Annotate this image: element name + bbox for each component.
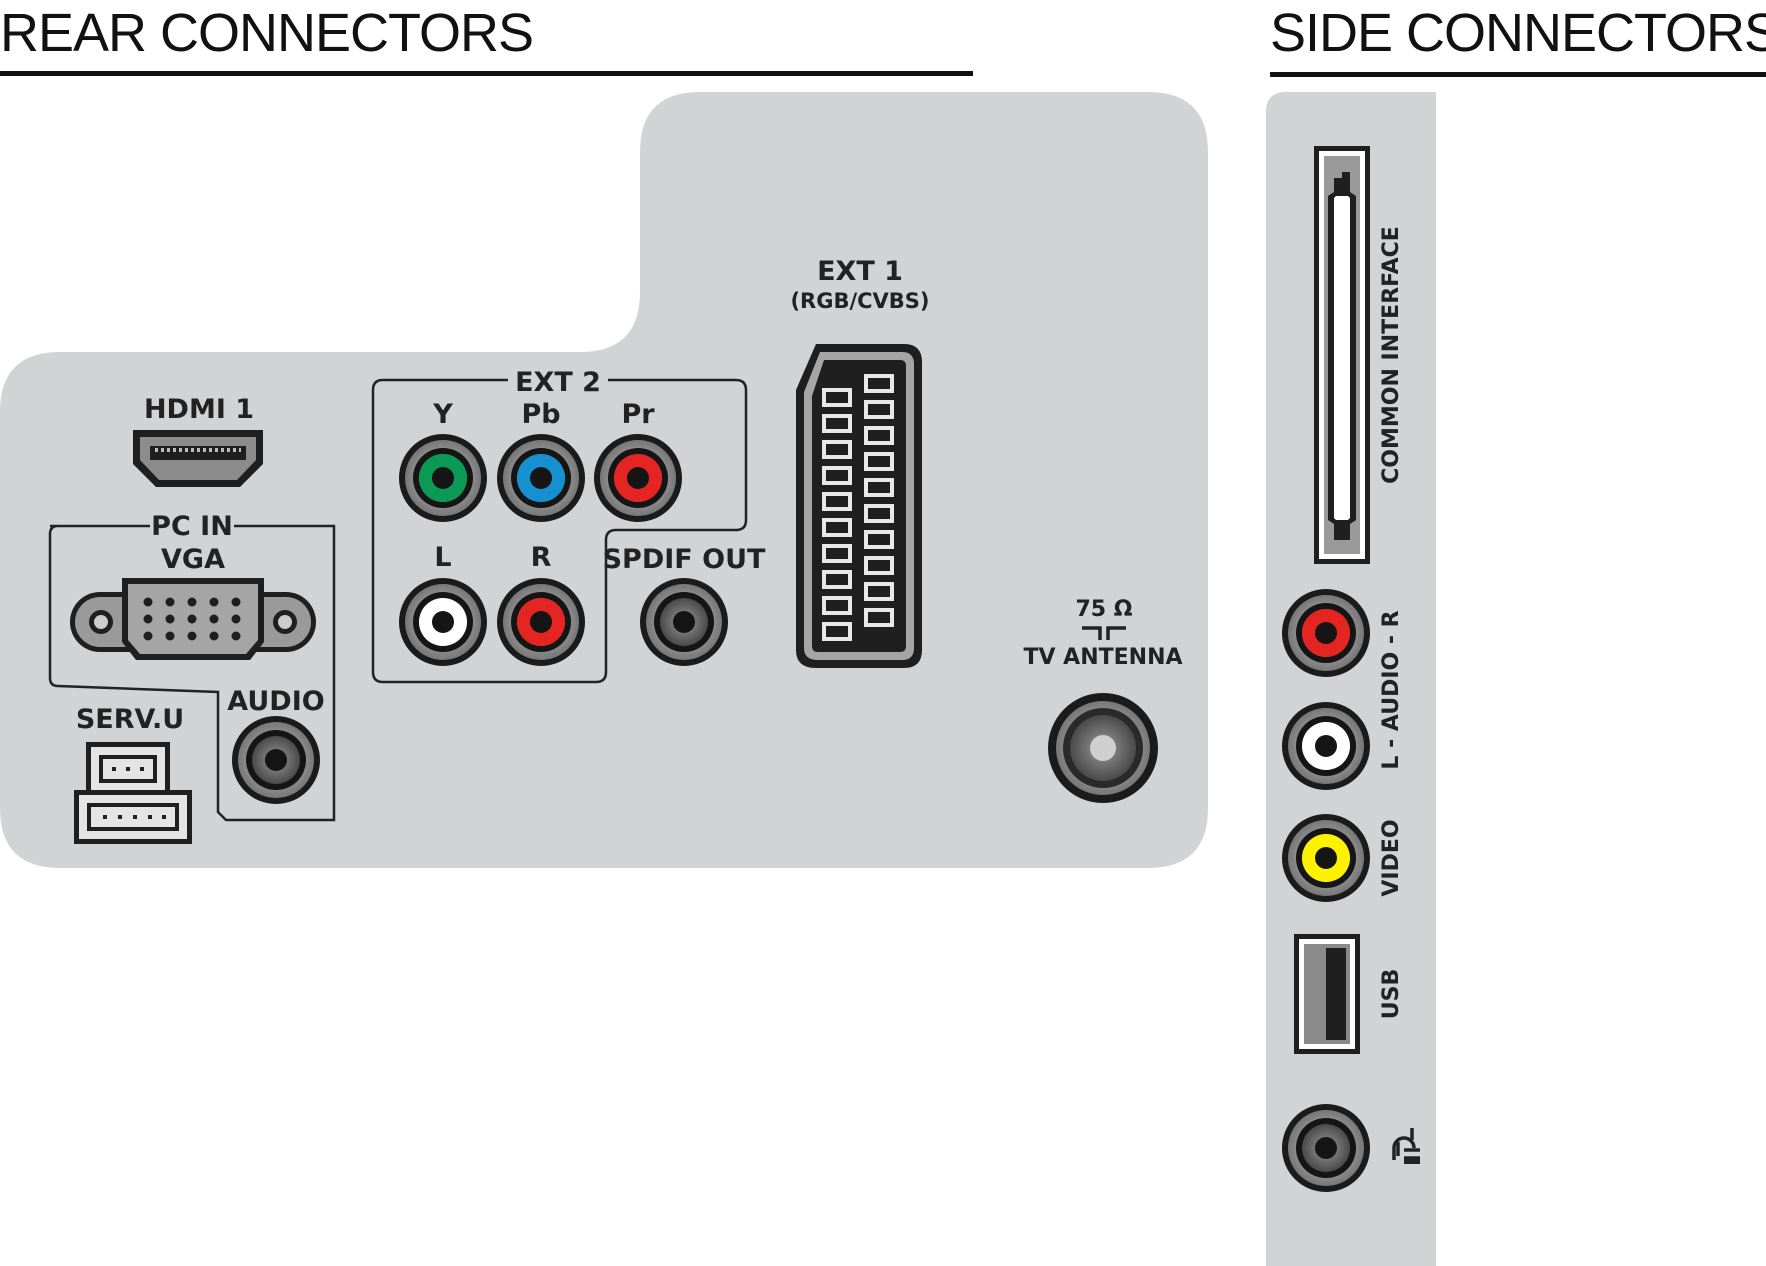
antenna-symbol-icon bbox=[1082, 626, 1126, 640]
ext1-sublabel: (RGB/CVBS) bbox=[790, 289, 929, 313]
pc-audio-label: AUDIO bbox=[227, 686, 324, 717]
hdmi-label: HDMI 1 bbox=[144, 394, 254, 425]
common-interface-label: COMMON INTERFACE bbox=[1379, 226, 1404, 484]
ext2-label: EXT 2 bbox=[515, 367, 601, 398]
pc-in-label: PC IN bbox=[151, 511, 233, 542]
pc-in-outline bbox=[48, 524, 336, 822]
component-pr-jack[interactable] bbox=[594, 434, 682, 522]
video-label: VIDEO bbox=[1379, 819, 1404, 896]
tv-antenna-label: TV ANTENNA bbox=[1023, 645, 1182, 670]
ohm-label: 75 Ω bbox=[1076, 597, 1133, 622]
vga-label: VGA bbox=[161, 544, 225, 575]
tv-antenna-port[interactable] bbox=[1048, 693, 1158, 803]
pr-label: Pr bbox=[621, 399, 655, 430]
headphone-icon bbox=[1392, 1128, 1420, 1164]
ext2-outline bbox=[371, 378, 748, 684]
component-pb-jack[interactable] bbox=[497, 434, 585, 522]
spdif-out-label: SPDIF OUT bbox=[603, 544, 766, 575]
r-label: R bbox=[531, 542, 552, 573]
scart-port[interactable] bbox=[796, 344, 922, 668]
pc-audio-jack[interactable] bbox=[232, 716, 320, 804]
component-y-jack[interactable] bbox=[399, 434, 487, 522]
vga-port[interactable] bbox=[70, 578, 316, 660]
rear-connectors-title: REAR CONNECTORS bbox=[0, 3, 534, 63]
ext1-label: EXT 1 bbox=[817, 256, 903, 287]
y-label: Y bbox=[432, 399, 453, 430]
serv-u-port[interactable] bbox=[74, 742, 192, 844]
audio-l-jack[interactable] bbox=[399, 578, 487, 666]
l-label: L bbox=[434, 542, 451, 573]
spdif-out-jack[interactable] bbox=[640, 578, 728, 666]
serv-u-label: SERV.U bbox=[76, 704, 184, 735]
audio-r-jack[interactable] bbox=[497, 578, 585, 666]
usb-label: USB bbox=[1379, 969, 1404, 1019]
l-audio-r-label: L - AUDIO - R bbox=[1379, 610, 1404, 769]
side-title-underline bbox=[1270, 72, 1766, 77]
side-audio-l-jack[interactable] bbox=[1282, 702, 1370, 790]
side-connectors-title: SIDE CONNECTORS bbox=[1270, 3, 1766, 63]
hdmi-port[interactable] bbox=[133, 430, 263, 487]
common-interface-slot[interactable] bbox=[1314, 146, 1370, 564]
side-video-jack[interactable] bbox=[1282, 814, 1370, 902]
usb-port[interactable] bbox=[1294, 934, 1360, 1054]
rear-title-underline bbox=[0, 71, 973, 76]
side-audio-r-jack[interactable] bbox=[1282, 589, 1370, 677]
headphone-jack[interactable] bbox=[1282, 1104, 1370, 1192]
pb-label: Pb bbox=[521, 399, 560, 430]
